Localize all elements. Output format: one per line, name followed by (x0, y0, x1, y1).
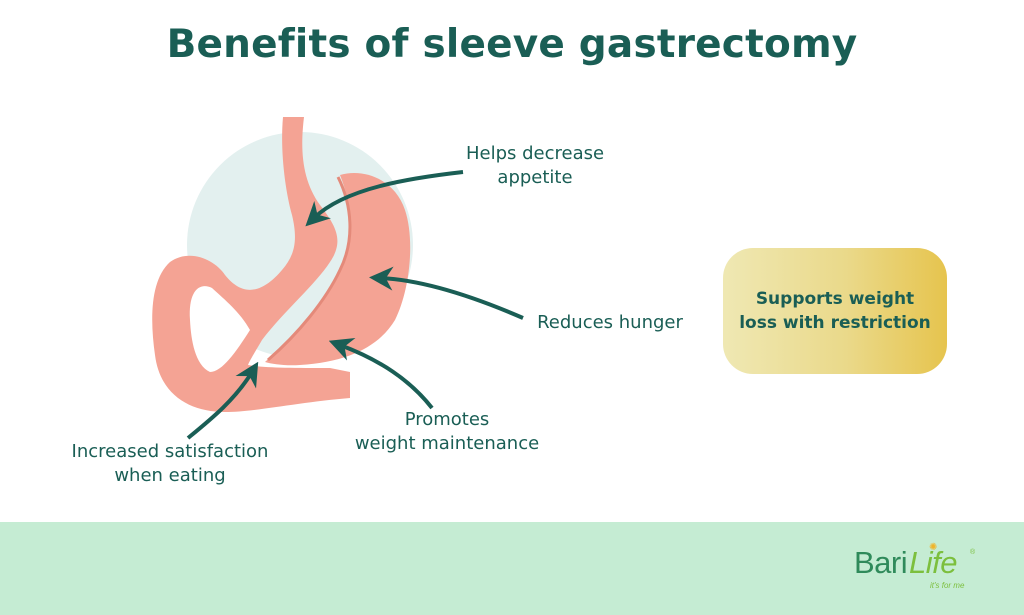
duodenum-gap (189, 286, 250, 372)
logo-tagline: it's for me (930, 581, 965, 590)
label-maintenance: Promotes weight maintenance (340, 408, 554, 456)
logo-registered-mark: ® (970, 549, 976, 556)
logo-life-text: Life (909, 545, 957, 580)
stomach-removed-portion (265, 173, 411, 366)
label-satisfaction-line1: Increased satisfaction (71, 441, 269, 462)
label-appetite-line1: Helps decrease (465, 143, 605, 164)
label-hunger-text: Reduces hunger (537, 312, 683, 333)
footer-band (0, 522, 1024, 615)
arrow-appetite (305, 170, 464, 227)
label-hunger: Reduces hunger (520, 311, 700, 335)
callout-text: Supports weight loss with restriction (739, 289, 931, 333)
logo-bari-text: Bari (854, 545, 908, 580)
label-appetite: Helps decrease appetite (440, 142, 630, 190)
label-satisfaction-line2: when eating (114, 465, 226, 486)
barilife-logo: Bari ✺ Life ® it's for me (854, 542, 984, 595)
label-maintenance-line2: weight maintenance (354, 433, 540, 454)
callout-box: Supports weight loss with restriction (723, 248, 947, 374)
stomach-cut-edge (267, 176, 352, 362)
arrow-maintenance (328, 337, 434, 410)
label-maintenance-line1: Promotes (404, 409, 490, 430)
label-appetite-line2: appetite (497, 167, 573, 188)
arrow-hunger (369, 266, 524, 320)
arrow-satisfaction (186, 361, 259, 440)
page-title: Benefits of sleeve gastrectomy (166, 22, 858, 67)
sun-icon: ✺ (929, 542, 938, 553)
label-satisfaction: Increased satisfaction when eating (52, 440, 288, 488)
